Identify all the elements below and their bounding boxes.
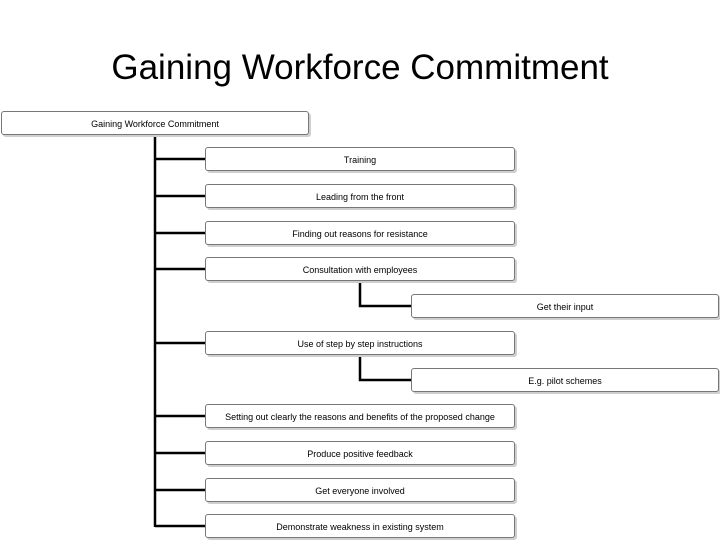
node-finding-reasons: Finding out reasons for resistance [205,221,515,245]
node-leading-from-front: Leading from the front [205,184,515,208]
node-training: Training [205,147,515,171]
node-demonstrate-weakness: Demonstrate weakness in existing system [205,514,515,538]
slide-title: Gaining Workforce Commitment [111,48,609,87]
sub-branch-line [358,357,411,382]
sub-branch-line [358,283,411,308]
node-step-by-step: Use of step by step instructions [205,331,515,355]
node-get-their-input: Get their input [411,294,719,318]
node-positive-feedback: Produce positive feedback [205,441,515,465]
root-node: Gaining Workforce Commitment [1,111,309,135]
node-setting-out-reasons: Setting out clearly the reasons and bene… [205,404,515,428]
node-consultation: Consultation with employees [205,257,515,281]
node-pilot-schemes: E.g. pilot schemes [411,368,719,392]
node-everyone-involved: Get everyone involved [205,478,515,502]
